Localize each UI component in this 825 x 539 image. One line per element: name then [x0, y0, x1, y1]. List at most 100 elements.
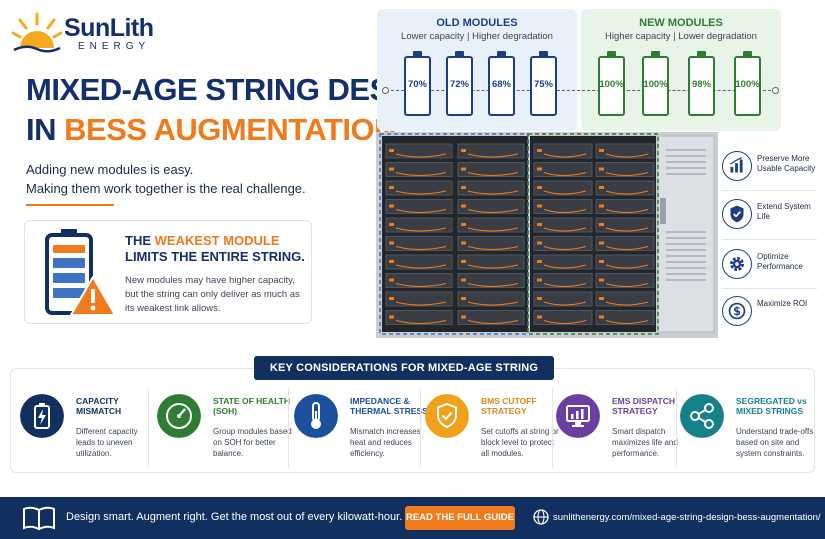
- battery-bolt-icon: [20, 394, 64, 438]
- benefit-label: Optimize Performance: [757, 252, 803, 271]
- old-module-battery: 75%: [530, 51, 557, 116]
- module-terminal: [461, 278, 466, 282]
- module-cable: [395, 227, 447, 232]
- module-terminal: [461, 167, 466, 171]
- battery-module-slot: [457, 291, 525, 307]
- page-title-line1: MIXED-AGE STRING DESIGN: [26, 72, 444, 107]
- intro-text: Adding new modules is easy. Making them …: [26, 160, 356, 198]
- module-cable: [543, 227, 587, 232]
- old-modules-heading: OLD MODULES: [436, 17, 518, 29]
- module-cable: [543, 264, 587, 269]
- weakest-title-highlight: WEAKEST MODULE: [154, 233, 280, 248]
- read-guide-button[interactable]: READ THE FULL GUIDE: [405, 506, 515, 530]
- module-cable: [395, 190, 447, 195]
- module-terminal: [537, 278, 542, 282]
- module-cable: [543, 320, 587, 324]
- battery-module-slot: [385, 217, 453, 233]
- battery-module-slot: [595, 143, 655, 159]
- module-cable: [605, 209, 649, 213]
- key-considerations-title: KEY CONSIDERATIONS FOR MIXED-AGE STRING …: [254, 356, 554, 398]
- module-terminal: [461, 204, 466, 208]
- module-terminal: [599, 278, 604, 282]
- module-terminal: [537, 223, 542, 226]
- module-terminal: [461, 149, 466, 152]
- module-cable: [467, 264, 519, 269]
- old-module-battery: 70%: [404, 51, 431, 116]
- intro-line-1: Adding new modules is easy.: [26, 162, 194, 177]
- battery-module-slot: [457, 273, 525, 288]
- weakest-title-prefix: THE: [125, 233, 155, 248]
- shield-check-icon: [722, 199, 752, 229]
- module-terminal: [389, 315, 394, 319]
- module-cable: [605, 283, 649, 287]
- module-terminal: [461, 241, 466, 245]
- module-cable: [467, 246, 519, 250]
- module-terminal: [537, 241, 542, 245]
- module-cable: [605, 172, 649, 176]
- battery-module-slot: [595, 162, 655, 177]
- module-cable: [543, 283, 587, 287]
- consideration-heading: IMPEDANCE &THERMAL STRESS: [350, 396, 430, 416]
- benefit-divider: [722, 190, 817, 191]
- benefit-performance: Optimize Performance: [720, 249, 820, 283]
- module-terminal: [389, 204, 394, 208]
- globe-icon: [533, 509, 549, 525]
- benefit-label: Extend System Life: [757, 202, 811, 221]
- string-connector-start: [382, 87, 389, 94]
- battery-module-slot: [533, 180, 593, 196]
- old-module-value: 72%: [449, 79, 469, 90]
- battery-module-slot: [595, 273, 655, 288]
- consideration-impedance-thermal: IMPEDANCE &THERMAL STRESS Mismatch incre…: [294, 390, 428, 466]
- weakest-title: THE WEAKEST MODULE: [125, 233, 280, 248]
- share-nodes-icon: [680, 394, 724, 438]
- battery-module-slot: [457, 217, 525, 233]
- module-cable: [395, 153, 447, 158]
- module-terminal: [599, 241, 604, 245]
- weakest-module-card: THE WEAKEST MODULE LIMITS THE ENTIRE STR…: [24, 220, 312, 324]
- battery-module-slot: [457, 143, 525, 159]
- footer-url-link[interactable]: sunlithenergy.com/mixed-age-string-desig…: [553, 512, 821, 523]
- battery-module-slot: [385, 310, 453, 325]
- new-modules-subheading: Higher capacity | Lower degradation: [605, 31, 757, 42]
- module-terminal: [389, 297, 394, 300]
- heading-line: IMPEDANCE &: [350, 396, 410, 406]
- bar-chart-icon: [722, 151, 752, 181]
- module-terminal: [599, 223, 604, 226]
- consideration-body: Different capacity leads to uneven utili…: [76, 427, 138, 458]
- accent-divider: [26, 204, 114, 206]
- string-connector-end: [772, 87, 779, 94]
- module-terminal: [389, 241, 394, 245]
- heading-line: SEGREGATED vs: [736, 396, 807, 406]
- new-module-battery: 100%: [734, 51, 761, 116]
- benefit-roi: $ Maximize ROI: [720, 296, 820, 330]
- battery-module-slot: [595, 180, 655, 196]
- heading-line: EMS DISPATCH: [612, 396, 675, 406]
- consideration-body: Understand trade-offs based on site and …: [736, 427, 814, 458]
- module-cable: [605, 153, 649, 158]
- module-cable: [543, 172, 587, 176]
- gear-icon: [722, 249, 752, 279]
- module-terminal: [599, 204, 604, 208]
- module-cable: [467, 153, 519, 158]
- new-module-value: 100%: [599, 79, 624, 90]
- battery-module-slot: [533, 291, 593, 307]
- benefit-label: Maximize ROI: [757, 299, 808, 308]
- consideration-divider: [676, 388, 677, 468]
- old-modules-subheading: Lower capacity | Higher degradation: [401, 31, 553, 42]
- gauge-icon: [157, 394, 201, 438]
- title-highlight: BESS AUGMENTATION: [64, 112, 397, 147]
- module-cable: [467, 301, 519, 306]
- battery-module-slot: [595, 291, 655, 307]
- new-module-value: 100%: [735, 79, 760, 90]
- battery-module-slot: [595, 310, 655, 325]
- old-module-battery: 72%: [446, 51, 473, 116]
- module-cable: [605, 246, 649, 250]
- brand-name: SunLith: [64, 14, 154, 42]
- old-module-battery: 68%: [488, 51, 515, 116]
- module-cable: [605, 301, 649, 306]
- new-module-battery: 100%: [598, 51, 625, 116]
- module-terminal: [537, 204, 542, 208]
